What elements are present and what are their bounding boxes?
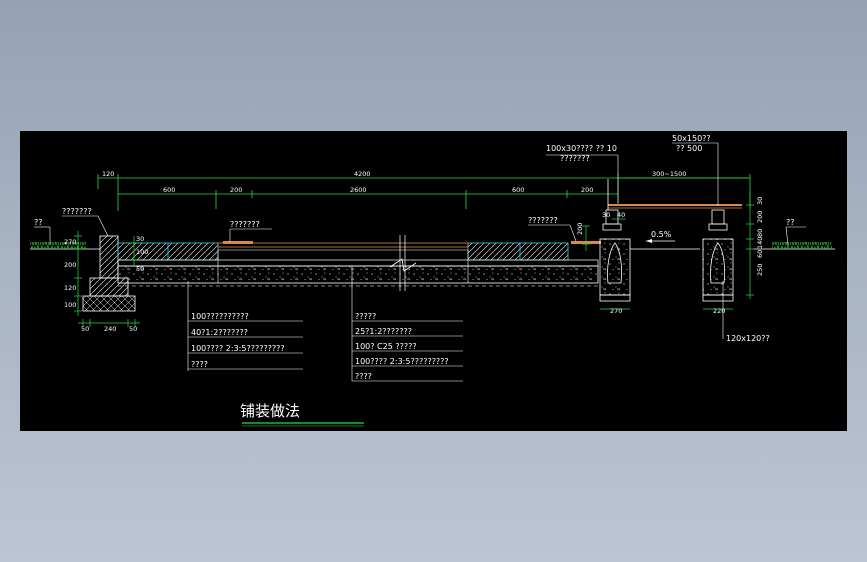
dim-300-1500: 300~1500 bbox=[652, 170, 686, 178]
dim-right-200: 200 bbox=[576, 223, 584, 235]
dim-600-left: 600 bbox=[163, 186, 175, 194]
leader-right-5: ???? bbox=[355, 372, 372, 381]
dim-left-200: 200 bbox=[64, 261, 76, 269]
dim-edge-50-left: 50 bbox=[81, 325, 89, 333]
dim-left-100: 100 bbox=[64, 301, 76, 309]
pavement-section bbox=[117, 235, 601, 291]
drawing-title: 铺装做法 bbox=[240, 402, 300, 420]
dim-mid-30: 30 bbox=[136, 235, 144, 243]
leader-right-1: ????? bbox=[355, 312, 376, 321]
dim-4200: 4200 bbox=[354, 170, 371, 178]
right-vertical-dims bbox=[582, 191, 754, 310]
paver-top-label: ??????? bbox=[230, 220, 260, 229]
dim-post-80: 80 bbox=[756, 229, 764, 237]
dim-120: 120 bbox=[102, 170, 114, 178]
ground-right-label: ?? bbox=[786, 218, 795, 227]
left-vertical-dim-text: 270 200 120 100 30 100 50 bbox=[64, 235, 148, 309]
dim-200-right: 200 bbox=[581, 186, 593, 194]
leader-left-2: 40?1:2??????? bbox=[191, 328, 248, 337]
dim-2600: 2600 bbox=[350, 186, 367, 194]
label-leaders bbox=[34, 142, 806, 339]
dim-small-30: 30 bbox=[602, 211, 610, 219]
bottom-left-dim-text: 50 240 50 bbox=[81, 325, 137, 333]
dim-footing-270: 270 bbox=[610, 307, 622, 315]
dim-post-250: 250 bbox=[756, 264, 764, 276]
dim-post-140: 140 bbox=[756, 237, 764, 249]
dim-post-60: 60 bbox=[756, 250, 764, 258]
dim-200-left: 200 bbox=[230, 186, 242, 194]
dim-mid-100: 100 bbox=[136, 248, 148, 256]
paver-right-label: ??????? bbox=[528, 216, 558, 225]
left-vertical-dims bbox=[74, 231, 138, 316]
dim-600-right: 600 bbox=[512, 186, 524, 194]
drawing-title-block: 铺装做法 bbox=[240, 402, 364, 427]
post-size-label: 120x120?? bbox=[726, 334, 770, 343]
material-leader-left: 100?????????? 40?1:2??????? 100???? 2:3:… bbox=[187, 281, 303, 371]
leader-left-3: 100???? 2:3:5????????? bbox=[191, 344, 285, 353]
slope-label: 0.5% bbox=[651, 230, 672, 239]
dim-footing-220: 220 bbox=[713, 307, 725, 315]
dim-left-120: 120 bbox=[64, 284, 76, 292]
post-label: 50x150?? bbox=[672, 134, 711, 143]
beam-label: 100x30???? ?? 10 bbox=[546, 144, 617, 153]
leader-left-4: ???? bbox=[191, 360, 208, 369]
dim-left-270: 270 bbox=[64, 238, 76, 246]
dim-post-200: 200 bbox=[756, 211, 764, 223]
dim-mid-50: 50 bbox=[136, 265, 144, 273]
leader-right-3: 100? C25 ????? bbox=[355, 342, 417, 351]
post-footing-right bbox=[702, 209, 734, 302]
leader-right-4: 100???? 2:3:5????????? bbox=[355, 357, 449, 366]
top-dimension-text: 120 4200 600 200 2600 600 200 300~1500 bbox=[102, 170, 686, 194]
ground-left-label: ?? bbox=[34, 218, 43, 227]
right-vertical-dim-text: 200 30 200 80 140 60 250 270 220 30 40 bbox=[576, 197, 764, 315]
beam-sub-label: ??????? bbox=[560, 154, 590, 163]
curb-label: ??????? bbox=[62, 207, 92, 216]
dim-post-30: 30 bbox=[756, 197, 764, 205]
material-leader-right: ????? 25?1:2??????? 100? C25 ????? 100??… bbox=[351, 266, 463, 382]
cad-viewport[interactable]: 120 4200 600 200 2600 600 200 300~1500 bbox=[20, 131, 847, 431]
ground-line bbox=[30, 242, 835, 250]
post-sub-label: ?? 500 bbox=[676, 144, 702, 153]
leader-left-1: 100?????????? bbox=[191, 312, 249, 321]
label-text: ?? ??????? ??????? ??????? ?? 100x30????… bbox=[34, 134, 795, 343]
slope-indicator: 0.5% bbox=[646, 230, 675, 243]
bottom-left-dims bbox=[78, 319, 140, 327]
post-footing-left bbox=[599, 209, 631, 302]
dim-edge-240: 240 bbox=[104, 325, 116, 333]
pergola-beam bbox=[607, 179, 742, 210]
dim-edge-50-right: 50 bbox=[129, 325, 137, 333]
paving-section-drawing: 120 4200 600 200 2600 600 200 300~1500 bbox=[30, 134, 835, 427]
dim-small-40: 40 bbox=[617, 211, 625, 219]
leader-right-2: 25?1:2??????? bbox=[355, 327, 412, 336]
